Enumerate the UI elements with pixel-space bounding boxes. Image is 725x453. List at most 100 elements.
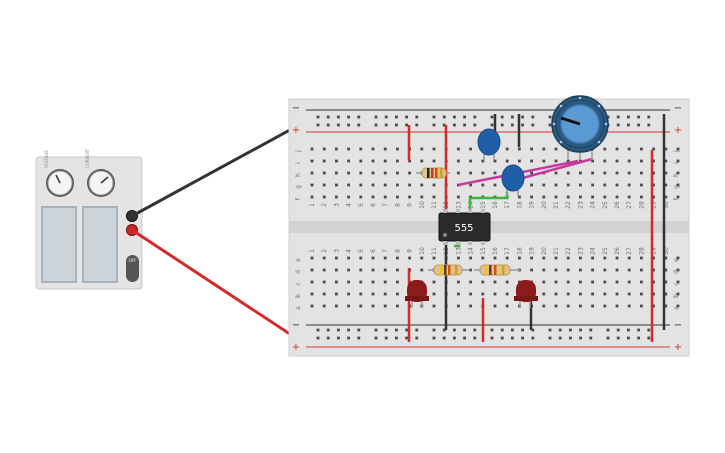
terminal-hole[interactable]: [566, 183, 570, 187]
terminal-hole[interactable]: [310, 183, 314, 187]
terminal-hole[interactable]: [371, 280, 375, 284]
terminal-hole[interactable]: [371, 304, 375, 308]
terminal-hole[interactable]: [530, 159, 533, 163]
rail-hole[interactable]: [326, 336, 330, 340]
terminal-hole[interactable]: [347, 183, 350, 187]
rail-hole[interactable]: [463, 336, 466, 340]
rail-hole[interactable]: [637, 115, 640, 119]
terminal-hole[interactable]: [615, 195, 619, 199]
terminal-hole[interactable]: [469, 147, 472, 151]
rail-hole[interactable]: [558, 336, 562, 340]
rail-hole[interactable]: [432, 115, 436, 119]
terminal-hole[interactable]: [542, 280, 546, 284]
terminal-hole[interactable]: [359, 171, 363, 175]
rail-hole[interactable]: [548, 115, 552, 119]
terminal-hole[interactable]: [359, 147, 363, 151]
rail-hole[interactable]: [432, 123, 436, 127]
rail-hole[interactable]: [521, 336, 524, 340]
terminal-hole[interactable]: [579, 304, 582, 308]
terminal-hole[interactable]: [566, 256, 570, 260]
rail-hole[interactable]: [453, 328, 456, 332]
rail-hole[interactable]: [490, 115, 494, 119]
terminal-hole[interactable]: [542, 268, 546, 272]
terminal-hole[interactable]: [457, 292, 460, 296]
terminal-hole[interactable]: [542, 147, 546, 151]
terminal-hole[interactable]: [347, 292, 350, 296]
terminal-hole[interactable]: [664, 268, 668, 272]
terminal-hole[interactable]: [359, 268, 363, 272]
rail-hole[interactable]: [453, 336, 456, 340]
terminal-hole[interactable]: [627, 159, 631, 163]
rail-hole[interactable]: [473, 336, 477, 340]
terminal-hole[interactable]: [652, 304, 655, 308]
current-knob-icon[interactable]: [87, 169, 115, 197]
terminal-hole[interactable]: [396, 159, 399, 163]
terminal-hole[interactable]: [335, 256, 338, 260]
resistor-top[interactable]: [416, 167, 450, 179]
rail-hole[interactable]: [627, 328, 630, 332]
rail-hole[interactable]: [637, 123, 640, 127]
terminal-hole[interactable]: [627, 256, 631, 260]
terminal-hole[interactable]: [469, 292, 472, 296]
terminal-hole[interactable]: [566, 268, 570, 272]
terminal-hole[interactable]: [493, 183, 497, 187]
terminal-hole[interactable]: [542, 292, 546, 296]
terminal-hole[interactable]: [457, 195, 460, 199]
rail-hole[interactable]: [490, 336, 494, 340]
terminal-hole[interactable]: [542, 304, 546, 308]
rail-hole[interactable]: [337, 328, 340, 332]
rail-hole[interactable]: [558, 328, 562, 332]
terminal-hole[interactable]: [676, 171, 680, 175]
terminal-hole[interactable]: [396, 256, 399, 260]
rail-hole[interactable]: [463, 115, 466, 119]
terminal-hole[interactable]: [615, 304, 619, 308]
terminal-hole[interactable]: [420, 147, 424, 151]
terminal-hole[interactable]: [457, 159, 460, 163]
terminal-hole[interactable]: [518, 256, 521, 260]
rail-hole[interactable]: [473, 328, 477, 332]
rail-hole[interactable]: [511, 328, 514, 332]
terminal-hole[interactable]: [676, 183, 680, 187]
terminal-hole[interactable]: [603, 195, 607, 199]
rail-hole[interactable]: [316, 328, 320, 332]
terminal-hole[interactable]: [579, 292, 582, 296]
terminal-hole[interactable]: [371, 292, 375, 296]
terminal-hole[interactable]: [457, 304, 460, 308]
terminal-hole[interactable]: [469, 159, 472, 163]
terminal-hole[interactable]: [652, 280, 655, 284]
rail-hole[interactable]: [316, 123, 320, 127]
terminal-hole[interactable]: [676, 147, 680, 151]
terminal-hole[interactable]: [505, 304, 509, 308]
rail-hole[interactable]: [395, 336, 398, 340]
terminal-hole[interactable]: [383, 147, 387, 151]
rail-hole[interactable]: [405, 328, 408, 332]
terminal-hole[interactable]: [627, 171, 631, 175]
terminal-hole[interactable]: [518, 147, 521, 151]
terminal-hole[interactable]: [615, 159, 619, 163]
terminal-hole[interactable]: [420, 256, 424, 260]
terminal-hole[interactable]: [432, 292, 436, 296]
terminal-hole[interactable]: [542, 195, 546, 199]
rail-hole[interactable]: [374, 115, 378, 119]
terminal-hole[interactable]: [420, 195, 424, 199]
rail-hole[interactable]: [453, 123, 456, 127]
terminal-hole[interactable]: [615, 183, 619, 187]
terminal-hole[interactable]: [432, 159, 436, 163]
terminal-hole[interactable]: [396, 147, 399, 151]
terminal-hole[interactable]: [322, 304, 326, 308]
terminal-hole[interactable]: [383, 304, 387, 308]
terminal-hole[interactable]: [627, 183, 631, 187]
terminal-hole[interactable]: [579, 256, 582, 260]
terminal-hole[interactable]: [469, 304, 472, 308]
rail-hole[interactable]: [405, 123, 408, 127]
terminal-hole[interactable]: [432, 304, 436, 308]
rail-hole[interactable]: [463, 328, 466, 332]
terminal-hole[interactable]: [640, 292, 643, 296]
rail-hole[interactable]: [589, 336, 593, 340]
terminal-hole[interactable]: [432, 195, 436, 199]
terminal-hole[interactable]: [396, 183, 399, 187]
rail-hole[interactable]: [511, 336, 514, 340]
potentiometer-icon[interactable]: [551, 95, 609, 160]
rail-hole[interactable]: [432, 336, 436, 340]
terminal-hole[interactable]: [457, 256, 460, 260]
